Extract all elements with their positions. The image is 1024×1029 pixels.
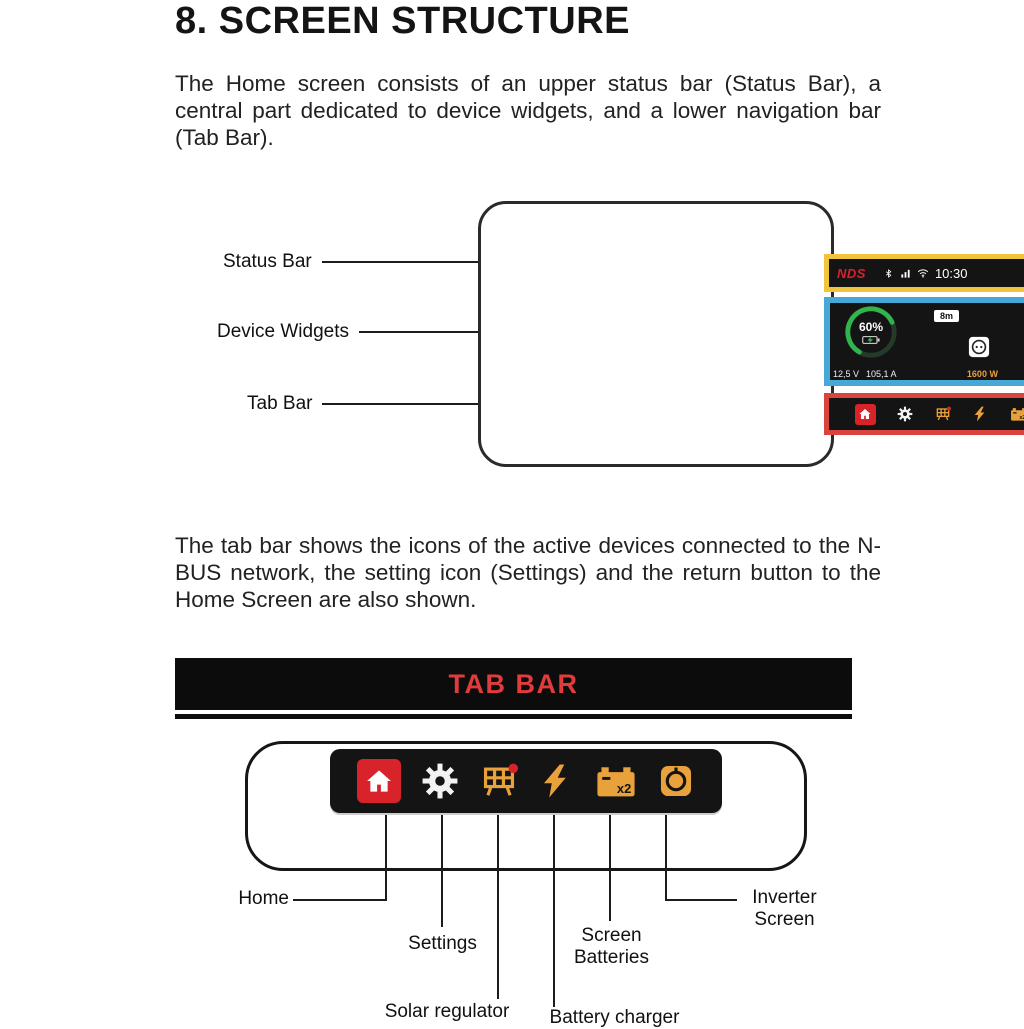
connector-home	[385, 815, 387, 901]
current-value: 105,1 A	[866, 369, 897, 379]
home-icon	[356, 759, 401, 803]
tab-bar-paragraph: The tab bar shows the icons of the activ…	[175, 533, 881, 612]
callout-status-bar: Status Bar	[223, 248, 518, 276]
battery-readout: 12,5 V 105,1 A	[833, 369, 897, 379]
label-home: Home	[238, 888, 289, 909]
nds-logo: NDS	[837, 265, 866, 281]
connector-charger	[553, 815, 555, 1007]
battery-count-badge: x2	[1019, 415, 1024, 421]
connector-inverter-h	[665, 899, 737, 901]
tab-bar: x2	[829, 398, 1024, 430]
battery-percent: 60%	[858, 319, 884, 334]
settings-gear-icon	[421, 762, 459, 800]
voltage-value: 12,5 V	[833, 369, 860, 379]
label-solar-regulator: Solar regulator	[384, 1001, 510, 1022]
banner-title: TAB BAR	[448, 668, 579, 699]
label-battery-charger: Battery charger	[549, 1007, 680, 1028]
connector-settings	[441, 815, 443, 927]
tab-bar-zoom: x2	[330, 749, 722, 813]
callout-line	[359, 331, 518, 333]
banner-underline	[175, 714, 852, 719]
status-bar: NDS 10:30	[829, 259, 1024, 287]
power-value: 1600 W	[966, 369, 998, 379]
home-icon	[854, 403, 876, 425]
screen-batteries-icon: x2	[1010, 405, 1024, 423]
label-screen-batteries: Screen Batteries	[574, 925, 649, 968]
battery-charger-icon	[972, 406, 988, 422]
callout-label: Tab Bar	[247, 393, 313, 414]
callout-line	[322, 403, 518, 405]
widget-readout-bottom: 12,5 V 105,1 A 1600 W 30 A	[833, 369, 1024, 379]
signal-icon	[900, 268, 911, 279]
callout-device-widgets: Device Widgets	[217, 318, 518, 346]
gauge-arc	[845, 306, 897, 358]
battery-gauge: 60%	[842, 303, 900, 361]
battery-charging-icon	[862, 335, 880, 345]
connector-batteries	[609, 815, 611, 921]
device-frame: NDS 10:30	[478, 201, 1024, 467]
wifi-icon	[917, 267, 929, 279]
battery-charger-icon	[538, 763, 574, 799]
intro-paragraph: The Home screen consists of an upper sta…	[175, 71, 881, 150]
solar-regulator-icon	[480, 762, 518, 800]
bluetooth-icon	[883, 268, 894, 279]
label-inverter-screen: Inverter Screen	[752, 887, 817, 930]
device-widgets-highlight: 60% 8m 12,5 V 105,1 A	[824, 297, 1024, 386]
settings-gear-icon	[897, 406, 913, 422]
label-settings: Settings	[408, 933, 477, 954]
device-widgets: 60% 8m 12,5 V 105,1 A	[830, 303, 1024, 380]
connector-home-h	[293, 899, 387, 901]
connector-inverter	[665, 815, 667, 901]
section-heading: 8. SCREEN STRUCTURE	[175, 0, 630, 42]
timer-badge: 8m	[934, 310, 960, 322]
callout-label: Status Bar	[223, 251, 312, 272]
connector-solar	[497, 815, 499, 999]
battery-count-badge: x2	[617, 781, 631, 796]
status-bar-highlight: NDS 10:30	[824, 254, 1024, 292]
callout-tab-bar: Tab Bar	[247, 390, 518, 418]
screen-structure-figure: Status Bar Device Widgets Tab Bar NDS	[175, 195, 1024, 495]
tab-bar-highlight: x2	[824, 393, 1024, 435]
clock: 10:30	[934, 265, 968, 281]
screen-batteries-icon: x2	[595, 760, 637, 802]
tab-bar-banner: TAB BAR	[175, 658, 852, 710]
callout-line	[321, 261, 518, 263]
tab-bar-figure: x2 Home Settings Solar regulator Battery…	[175, 735, 880, 1028]
status-bar-icons: 10:30	[883, 266, 1024, 281]
inverter-tile-icon	[968, 336, 990, 358]
solar-regulator-icon	[935, 406, 951, 422]
callout-label: Device Widgets	[217, 321, 349, 342]
inverter-screen-icon	[657, 762, 695, 800]
